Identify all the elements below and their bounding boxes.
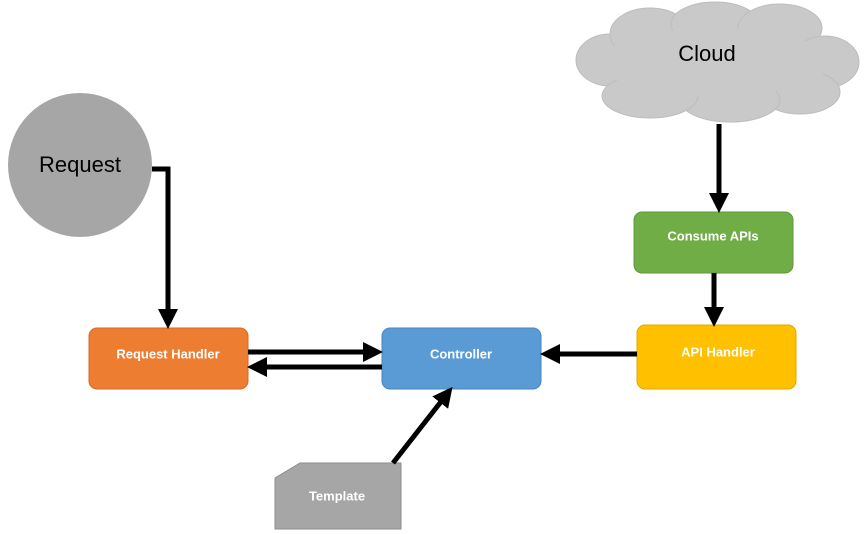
cloud-shape xyxy=(575,1,860,123)
cloud-node: Cloud xyxy=(575,1,860,123)
request-handler-node: Request Handler xyxy=(88,327,249,390)
cloud-label: Cloud xyxy=(678,41,735,66)
api-handler-node: API Handler xyxy=(636,324,797,390)
controller-label: Controller xyxy=(430,346,492,361)
arrow-template-to-controller xyxy=(391,386,453,465)
template-label: Template xyxy=(309,488,365,503)
template-node: Template xyxy=(274,462,402,530)
arrow-request-to-request-handler xyxy=(152,166,178,329)
consume-apis-node: Consume APIs xyxy=(633,211,794,274)
controller-node: Controller xyxy=(381,327,542,390)
request-node: Request xyxy=(8,93,152,237)
request-label: Request xyxy=(39,152,121,177)
request-handler-label: Request Handler xyxy=(116,346,219,361)
template-shape xyxy=(274,462,402,530)
consume-apis-label: Consume APIs xyxy=(667,228,758,243)
request-circle xyxy=(8,93,152,237)
api-handler-label: API Handler xyxy=(681,344,755,359)
